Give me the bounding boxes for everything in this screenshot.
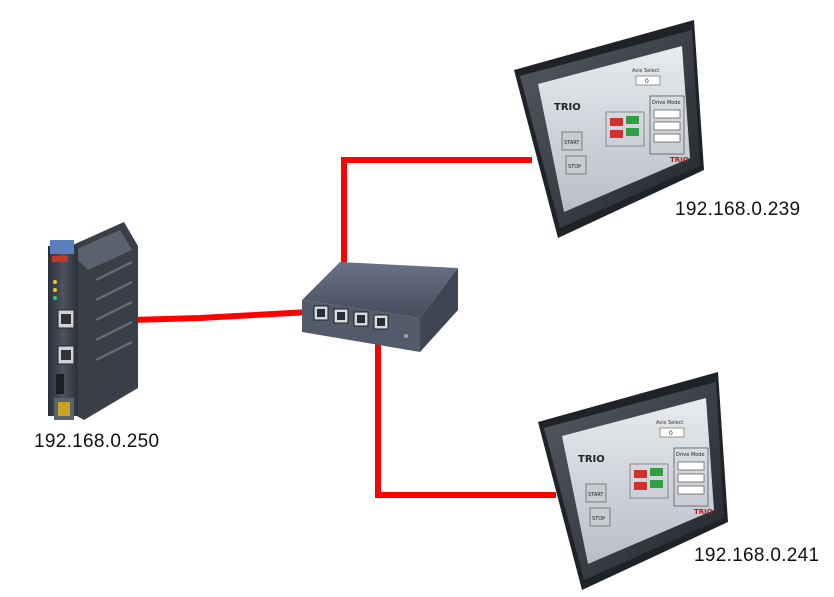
svg-text:Axis Select: Axis Select [632,68,659,74]
network-switch [302,262,458,352]
hmi-top-brand: TRIO [554,102,581,113]
controller-device [48,222,138,420]
svg-text:0: 0 [669,430,673,437]
hmi-bottom-ip-label: 192.168.0.241 [694,545,820,566]
svg-text:TRIO: TRIO [670,156,689,164]
hmi-panel-bottom: TRIO Axis Select 0 Drive Mode START STOP… [538,372,728,590]
svg-text:0: 0 [645,78,649,85]
cable-switch-to-hmi-bottom [375,330,556,498]
svg-text:Drive Mode: Drive Mode [652,100,681,106]
hmi-top-ip-label: 192.168.0.239 [675,199,801,220]
hmi-panel-top: TRIO Axis Select 0 Drive Mode START STOP… [514,20,704,238]
svg-text:TRIO: TRIO [694,508,713,516]
svg-text:STOP: STOP [592,516,605,522]
svg-text:Drive Mode: Drive Mode [676,452,705,458]
svg-text:STOP: STOP [568,164,581,170]
controller-ip-label: 192.168.0.250 [34,431,160,452]
hmi-bottom-brand: TRIO [578,454,605,465]
svg-text:START: START [564,140,580,146]
svg-text:Axis Select: Axis Select [656,420,683,426]
svg-text:START: START [588,492,604,498]
